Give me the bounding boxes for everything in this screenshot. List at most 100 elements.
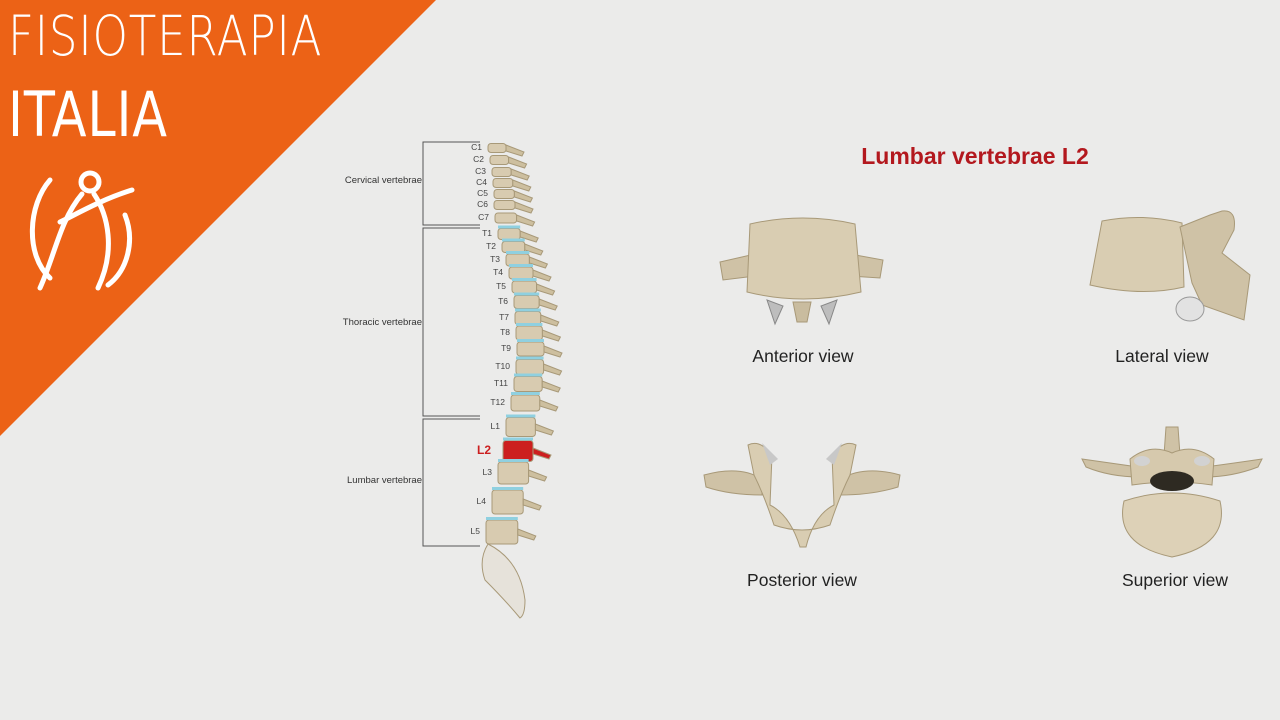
anterior-view-image xyxy=(715,210,890,330)
vertebra-c5 xyxy=(494,190,514,199)
vertebra-label-c4: C4 xyxy=(463,177,487,187)
intervertebral-disc xyxy=(506,251,529,254)
intervertebral-disc xyxy=(509,264,533,267)
vertebra-label-t2: T2 xyxy=(472,241,496,251)
spine-illustration xyxy=(320,130,580,630)
region-label-thoracic: Thoracic vertebrae xyxy=(320,317,422,328)
vertebra-label-t11: T11 xyxy=(484,378,508,388)
intervertebral-disc xyxy=(503,438,533,441)
brand-title-line1: FISIOTERAPIA xyxy=(8,4,322,68)
spinous-process-l2 xyxy=(533,448,551,459)
vertebra-t7 xyxy=(515,312,541,325)
vertebra-label-t7: T7 xyxy=(485,312,509,322)
posterior-view-image xyxy=(700,435,905,550)
spinous-process-c2 xyxy=(509,157,527,168)
caption-posterior: Posterior view xyxy=(682,570,922,591)
spinous-process-l4 xyxy=(523,499,541,510)
spinous-process-c1 xyxy=(506,145,524,156)
caption-superior: Superior view xyxy=(1055,570,1280,591)
vertebra-c7 xyxy=(495,213,517,223)
vertebra-label-t10: T10 xyxy=(486,361,510,371)
spinous-process-t6 xyxy=(539,299,557,310)
intervertebral-disc xyxy=(517,339,544,342)
vertebra-t11 xyxy=(514,377,542,392)
vertebra-t10 xyxy=(516,360,544,375)
spinous-process-c7 xyxy=(517,215,535,226)
figure-title: Lumbar vertebrae L2 xyxy=(820,143,1130,170)
vertebra-t9 xyxy=(517,342,544,356)
caption-anterior: Anterior view xyxy=(683,346,923,367)
vertebra-label-c5: C5 xyxy=(464,188,488,198)
vertebra-label-c2: C2 xyxy=(460,154,484,164)
spinous-process-t9 xyxy=(544,346,562,357)
vertebra-t2 xyxy=(502,242,525,253)
intervertebral-disc xyxy=(512,278,537,281)
vertebra-label-t3: T3 xyxy=(476,254,500,264)
vertebra-label-l3: L3 xyxy=(468,467,492,477)
spinous-process-c5 xyxy=(514,191,532,202)
vertebra-t6 xyxy=(514,296,539,309)
vertebra-l3 xyxy=(498,462,529,484)
superior-view-image xyxy=(1080,425,1265,560)
brand-title-line2: ITALIA xyxy=(8,78,168,151)
vertebra-label-l1: L1 xyxy=(476,421,500,431)
vertebra-label-c1: C1 xyxy=(458,142,482,152)
region-label-cervical: Cervical vertebrae xyxy=(320,175,422,186)
spinous-process-c4 xyxy=(513,180,531,191)
vertebra-l5 xyxy=(486,520,518,544)
spinous-process-l5 xyxy=(518,529,536,540)
vertebra-label-t1: T1 xyxy=(468,228,492,238)
vertebra-t5 xyxy=(512,281,537,293)
spinous-process-t12 xyxy=(540,400,558,411)
vertebra-label-t9: T9 xyxy=(487,343,511,353)
vertebra-c1 xyxy=(488,144,506,153)
intervertebral-disc xyxy=(516,323,542,326)
vertebra-c3 xyxy=(492,168,511,177)
vertebra-t4 xyxy=(509,267,533,279)
vertebra-l4 xyxy=(492,490,523,514)
spinous-process-c3 xyxy=(511,169,529,180)
vertebra-l2 xyxy=(503,441,533,462)
vertebra-label-t4: T4 xyxy=(479,267,503,277)
physio-logo-icon xyxy=(20,160,140,295)
vertebra-label-l2: L2 xyxy=(467,443,491,457)
spinous-process-c6 xyxy=(515,202,533,213)
intervertebral-disc xyxy=(498,459,529,462)
vertebra-label-l5: L5 xyxy=(456,526,480,536)
vertebra-t12 xyxy=(511,395,540,411)
vertebra-c4 xyxy=(493,179,513,188)
spine-diagram: Cervical vertebrae Thoracic vertebrae Lu… xyxy=(320,130,580,630)
caption-lateral: Lateral view xyxy=(1042,346,1280,367)
spinous-process-t7 xyxy=(541,315,559,326)
vertebra-t8 xyxy=(516,326,542,340)
vertebra-c2 xyxy=(490,156,509,165)
vertebra-label-c7: C7 xyxy=(465,212,489,222)
intervertebral-disc xyxy=(498,226,520,229)
intervertebral-disc xyxy=(511,392,540,395)
intervertebral-disc xyxy=(486,517,518,520)
intervertebral-disc xyxy=(515,309,541,312)
vertebra-label-t8: T8 xyxy=(486,327,510,337)
vertebra-label-t5: T5 xyxy=(482,281,506,291)
spinous-process-t8 xyxy=(542,330,560,341)
intervertebral-disc xyxy=(506,415,535,418)
spinous-process-t5 xyxy=(537,284,555,295)
spinous-process-t10 xyxy=(544,364,562,375)
intervertebral-disc xyxy=(514,293,539,296)
vertebra-c6 xyxy=(494,201,515,210)
vertebra-l1 xyxy=(506,418,535,437)
region-label-lumbar: Lumbar vertebrae xyxy=(320,475,422,486)
vertebra-label-c3: C3 xyxy=(462,166,486,176)
intervertebral-disc xyxy=(516,357,544,360)
vertebra-label-c6: C6 xyxy=(464,199,488,209)
sacrum xyxy=(482,544,525,618)
intervertebral-disc xyxy=(514,374,542,377)
spinous-process-t11 xyxy=(542,381,560,392)
vertebra-label-t12: T12 xyxy=(481,397,505,407)
intervertebral-disc xyxy=(492,487,523,490)
spinous-process-l3 xyxy=(529,470,547,481)
lateral-view-image xyxy=(1082,205,1257,330)
vertebra-label-t6: T6 xyxy=(484,296,508,306)
intervertebral-disc xyxy=(502,239,525,242)
vertebra-t1 xyxy=(498,229,520,240)
